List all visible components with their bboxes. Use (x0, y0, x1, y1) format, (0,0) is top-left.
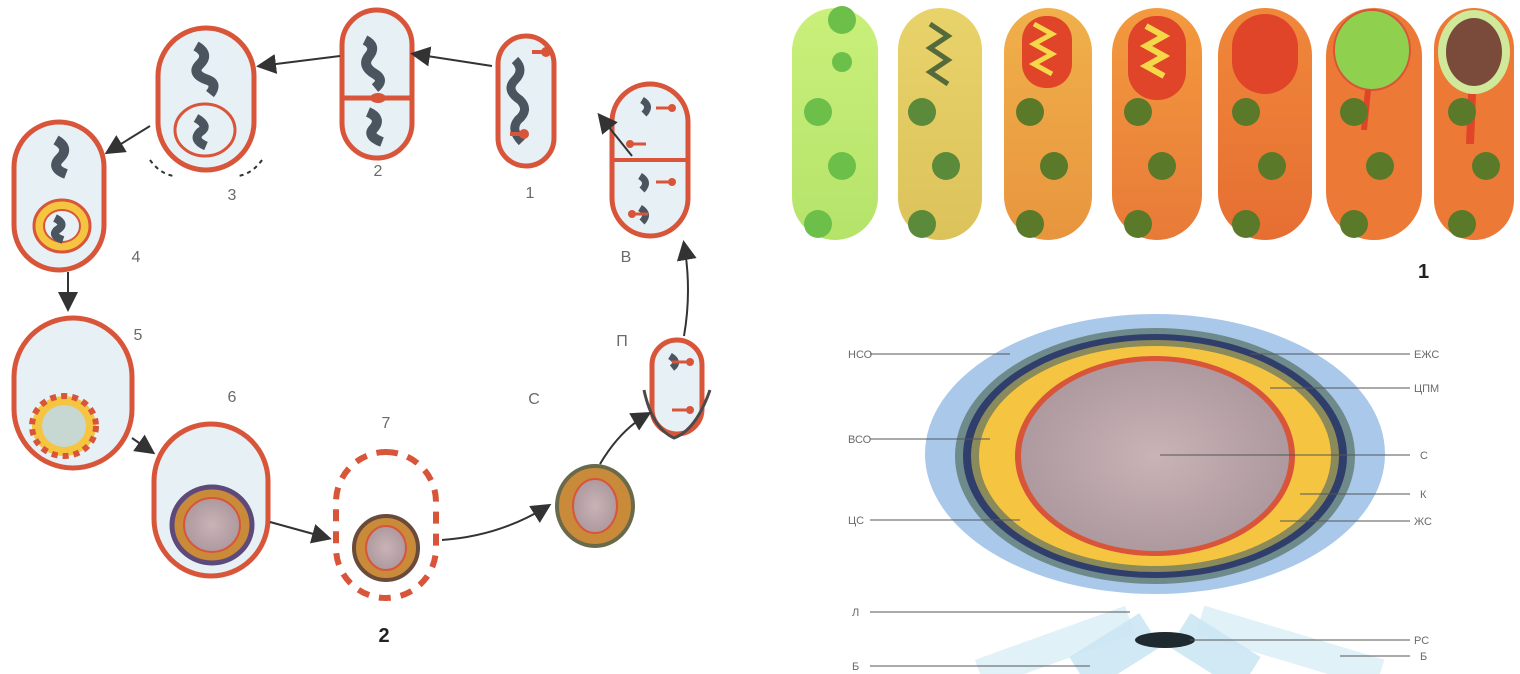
label-ts: ЦС (848, 515, 864, 527)
stage-label-4: 4 (132, 249, 141, 266)
rod-7 (1434, 8, 1514, 240)
label-tspm: ЦПМ (1414, 383, 1439, 395)
arrow-icon (132, 438, 152, 452)
label-k: К (1420, 489, 1427, 501)
rod-2 (898, 8, 982, 240)
rod-1 (792, 6, 878, 240)
vegetative-cell (612, 84, 688, 236)
rod-4 (1112, 8, 1202, 240)
label-rs: РС (1414, 635, 1429, 647)
cell-stage-3 (150, 28, 262, 176)
label-s: С (1420, 450, 1428, 462)
figure-number-1: 1 (1418, 261, 1429, 283)
arrow-icon (442, 506, 548, 540)
label-nso: НСО (848, 349, 873, 361)
stage-label-3: 3 (228, 187, 237, 204)
label-zhs: ЖС (1414, 516, 1432, 528)
label-spore: С (528, 391, 540, 408)
arrow-icon (600, 414, 648, 464)
cell-stage-7 (336, 452, 436, 598)
stained-rods: 1 (792, 6, 1514, 283)
label-l: Л (852, 607, 859, 619)
label-ezhs: ЕЖС (1414, 349, 1439, 361)
stage-label-5: 5 (134, 327, 143, 344)
stage-label-1: 1 (526, 185, 535, 202)
cell-stage-6 (154, 424, 268, 576)
arrow-icon (260, 56, 340, 66)
rod-3 (1004, 8, 1092, 240)
stage-label-6: 6 (228, 389, 237, 406)
free-spore (557, 466, 633, 546)
cell-stage-5 (14, 318, 132, 468)
cell-stage-2 (342, 10, 412, 158)
cell-stage-1 (498, 36, 554, 166)
arrow-icon (108, 126, 150, 152)
figure-number-2: 2 (378, 625, 389, 647)
arrow-icon (684, 244, 688, 336)
label-vegetative: В (621, 249, 632, 266)
label-vso: ВСО (848, 434, 872, 446)
label-b-left: Б (852, 661, 859, 673)
arrow-icon (270, 522, 328, 538)
arrow-icon (414, 54, 492, 66)
germinating-cell (644, 340, 710, 438)
sporulation-cycle: 1 2 3 4 5 6 7 В П С 2 (14, 10, 710, 647)
spore-structure: НСО ВСО ЦС Л Б ЕЖС ЦПМ С К ЖС РС Б (848, 314, 1439, 674)
rod-6 (1326, 8, 1422, 240)
stage-label-2: 2 (374, 163, 383, 180)
cell-stage-4 (14, 122, 104, 270)
label-b-right: Б (1420, 651, 1427, 663)
stage-label-7: 7 (382, 415, 391, 432)
rod-5 (1218, 8, 1312, 240)
label-germination: П (616, 333, 628, 350)
spore-core (1021, 361, 1289, 551)
